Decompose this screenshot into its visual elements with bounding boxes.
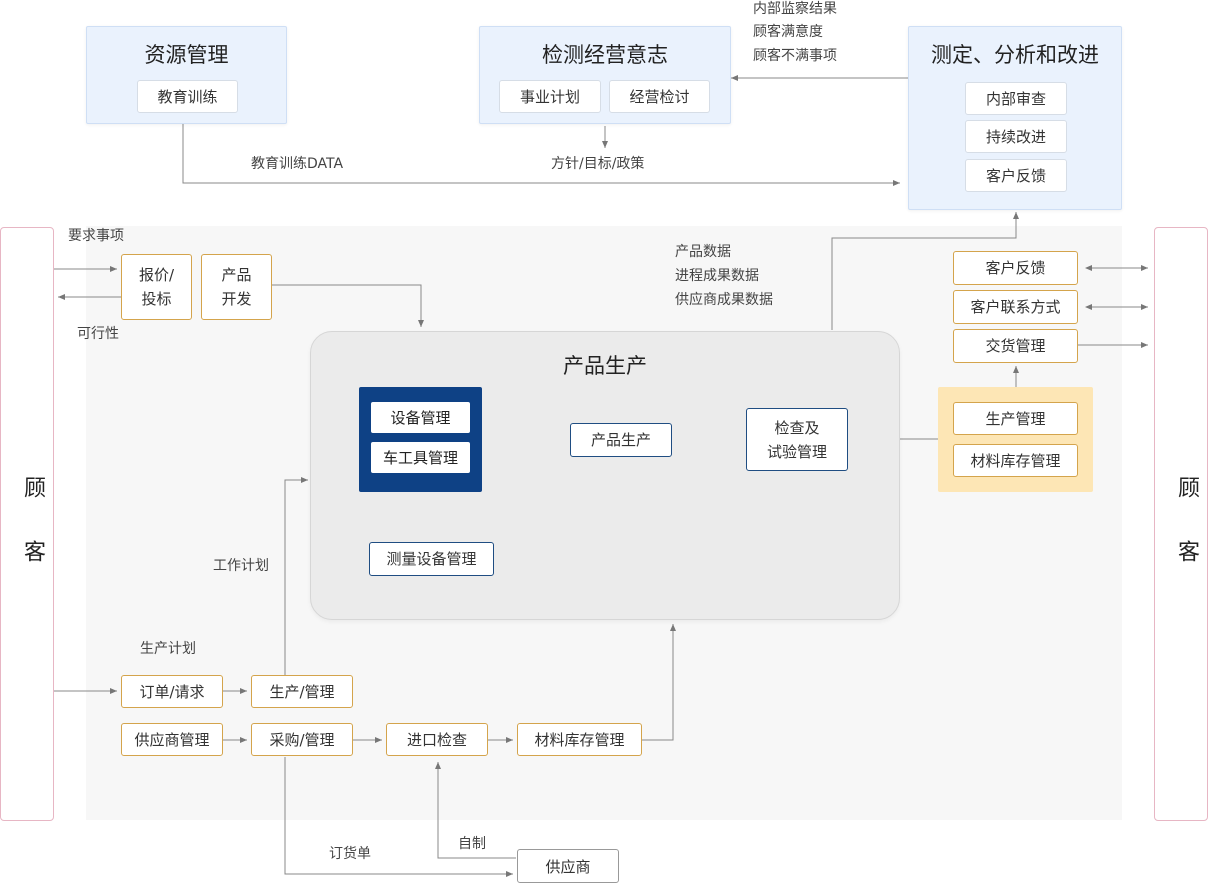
production-management-bottom-box: 生产/管理: [251, 675, 353, 708]
customer-right-panel: 顾客: [1154, 227, 1208, 821]
equipment-panel: 设备管理 车工具管理: [359, 387, 482, 492]
material-inventory-bottom-box: 材料库存管理: [517, 723, 642, 756]
policy-label: 方针/目标/政策: [551, 156, 645, 172]
customer-contact-box: 客户联系方式: [953, 290, 1078, 324]
quote-bid-box: 报价/ 投标: [121, 254, 192, 320]
supplier-box: 供应商: [517, 849, 619, 883]
internal-audit-box: 内部审查: [965, 82, 1067, 115]
customer-left-panel: 顾客: [0, 227, 54, 821]
purchase-order-label: 订货单: [329, 846, 371, 862]
work-plan-label: 工作计划: [213, 558, 269, 574]
delivery-management-box: 交货管理: [953, 329, 1078, 363]
product-data-label: 产品数据: [675, 244, 731, 260]
product-production-title: 产品生产: [563, 354, 647, 378]
process-results-data-label: 进程成果数据: [675, 268, 759, 284]
product-development-line-2: 开发: [221, 290, 252, 308]
order-request-box: 订单/请求: [121, 675, 223, 708]
internal-audit-results-label: 内部监察结果: [753, 1, 837, 17]
feasibility-label: 可行性: [77, 326, 119, 342]
measurement-analysis-panel: 测定、分析和改进 内部审查 持续改进 客户反馈: [908, 26, 1122, 210]
education-training-box: 教育训练: [137, 80, 238, 113]
quote-bid-line-1: 报价/: [138, 266, 175, 284]
resource-management-panel: 资源管理 教育训练: [86, 26, 287, 124]
quote-bid-line-2: 投标: [141, 290, 172, 308]
self-made-label: 自制: [458, 836, 486, 852]
purchase-management-box: 采购/管理: [251, 723, 353, 756]
customer-feedback-box: 客户反馈: [965, 159, 1067, 192]
inspection-test-line-2: 试验管理: [766, 442, 827, 461]
production-inventory-panel: 生产管理 材料库存管理: [938, 387, 1093, 492]
incoming-inspection-box: 进口检查: [386, 723, 488, 756]
right-customer-feedback-box: 客户反馈: [953, 251, 1078, 285]
management-intent-title: 检测经营意志: [542, 43, 668, 67]
production-management-box: 生产管理: [953, 402, 1078, 435]
measurement-analysis-title: 测定、分析和改进: [931, 43, 1099, 67]
tooling-management-box: 车工具管理: [371, 442, 470, 473]
supplier-results-data-label: 供应商成果数据: [675, 292, 773, 308]
customer-dissatisfaction-label: 顾客不满事项: [753, 48, 837, 64]
continuous-improvement-box: 持续改进: [965, 120, 1067, 153]
business-plan-box: 事业计划: [499, 80, 601, 113]
equipment-management-box: 设备管理: [371, 402, 470, 433]
customer-satisfaction-label: 顾客满意度: [753, 24, 823, 40]
business-review-box: 经营检讨: [609, 80, 710, 113]
management-intent-panel: 检测经营意志 事业计划 经营检讨: [479, 26, 731, 124]
product-development-box: 产品 开发: [201, 254, 272, 320]
training-data-label: 教育训练DATA: [251, 156, 344, 172]
customer-left-label: 顾客: [20, 476, 45, 604]
customer-right-label: 顾客: [1174, 476, 1199, 604]
supplier-management-box: 供应商管理: [121, 723, 223, 756]
inspection-test-line-1: 检查及: [774, 418, 820, 437]
requirements-label: 要求事项: [68, 228, 124, 244]
resource-management-title: 资源管理: [144, 43, 229, 67]
inspection-test-box: 检查及 试验管理: [746, 408, 848, 471]
production-plan-label: 生产计划: [140, 641, 196, 657]
material-inventory-right-box: 材料库存管理: [953, 444, 1078, 477]
product-development-line-1: 产品: [221, 266, 252, 284]
production-box: 产品生产: [570, 423, 672, 457]
measuring-equipment-box: 测量设备管理: [369, 542, 494, 576]
